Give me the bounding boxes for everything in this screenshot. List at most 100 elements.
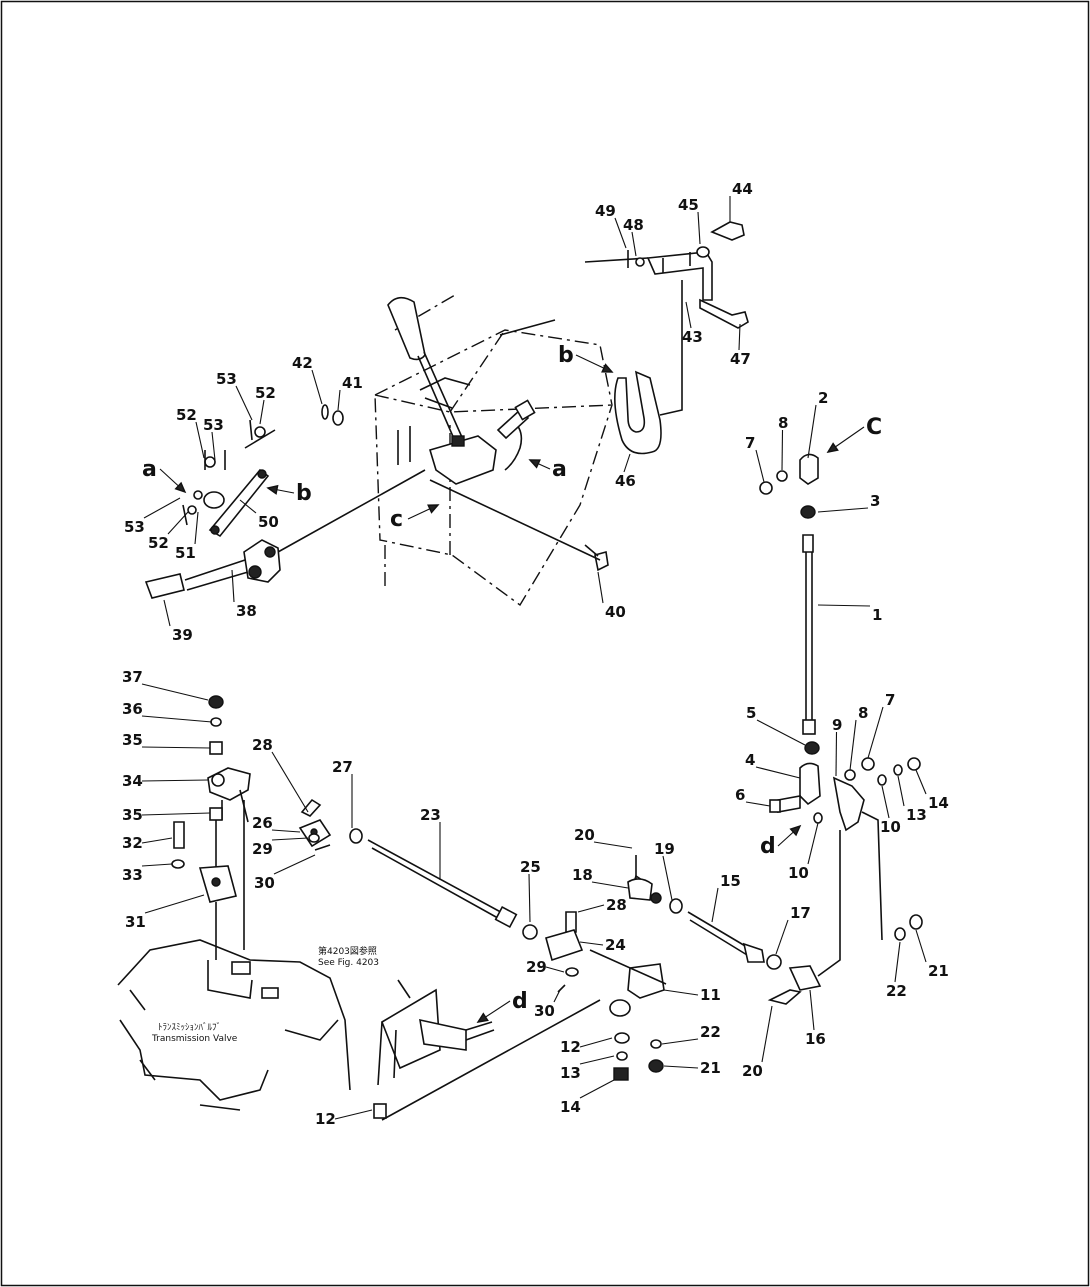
part-label-p32: 32 [122, 834, 143, 852]
ref-letter-d2: d [512, 989, 528, 1014]
leader-p18 [591, 881, 629, 889]
part-label-p28b: 28 [606, 896, 627, 914]
ref-letter-a2: a [552, 457, 567, 482]
ref-letter-b1: b [558, 343, 574, 368]
see-fig-label-jp: 第4203図参照 [318, 945, 377, 957]
part-label-p30b: 30 [534, 1002, 555, 1020]
leader-p13b [897, 775, 905, 807]
part-label-p49: 49 [595, 202, 616, 220]
ref-arrow-head-a2 [528, 459, 541, 469]
leader-p1 [817, 604, 871, 607]
leader-p49 [614, 217, 627, 249]
leader-p50 [239, 499, 257, 514]
leader-p16a [809, 989, 815, 1031]
leader-p12a [579, 1037, 613, 1048]
leader-p13a [579, 1055, 615, 1065]
part-label-p48: 48 [623, 216, 644, 234]
bolt-6 [496, 399, 536, 440]
leader-p32 [141, 837, 173, 844]
rod-23 [367, 839, 538, 940]
ref-arrow-head-d1 [789, 824, 802, 837]
part-label-p3: 3 [870, 492, 880, 510]
leader-p41 [337, 389, 341, 411]
leader-p24 [579, 941, 604, 946]
part-label-p44: 44 [732, 180, 753, 198]
leader-p22a [661, 1038, 699, 1045]
part-label-p18: 18 [572, 866, 593, 884]
part-label-p12a: 12 [560, 1038, 581, 1056]
ref-letter-c2: C [866, 415, 882, 440]
part-label-p9: 9 [832, 716, 842, 734]
ref-letter-b2: b [296, 481, 312, 506]
part-label-p53b: 53 [203, 416, 224, 434]
leader-p35b [141, 812, 211, 816]
part-label-p35b: 35 [122, 806, 143, 824]
leader-p6 [745, 801, 771, 807]
leader-p45 [697, 211, 701, 245]
part-label-p4: 4 [745, 751, 755, 769]
part-label-p36: 36 [122, 700, 143, 718]
part-label-p8b: 8 [858, 704, 868, 722]
leader-p36 [141, 715, 213, 723]
part-label-p8a: 8 [778, 414, 788, 432]
small-parts-41-42 [321, 404, 344, 426]
leader-p7a [755, 449, 765, 483]
leader-p8a [781, 429, 784, 471]
leader-p42 [311, 369, 323, 405]
part-label-p13b: 13 [906, 806, 927, 824]
valve-label-jp: ﾄﾗﾝｽﾐｯｼｮﾝﾊﾞﾙﾌﾞ [158, 1022, 221, 1033]
part-label-p47: 47 [730, 350, 751, 368]
part-label-p14a: 14 [560, 1098, 581, 1116]
part-label-p14b: 14 [928, 794, 949, 812]
leader-p37 [141, 683, 209, 701]
part-label-p42: 42 [292, 354, 313, 372]
leader-p21a [663, 1065, 699, 1069]
part-label-p50: 50 [258, 513, 279, 531]
part-label-p30a: 30 [254, 874, 275, 892]
leader-p8b [849, 719, 857, 771]
ref-arrow-head-c1 [427, 504, 440, 514]
leader-p10a [881, 785, 890, 819]
leader-p17 [775, 919, 789, 955]
part-label-p45: 45 [678, 196, 699, 214]
part-label-p17: 17 [790, 904, 811, 922]
leader-p51 [194, 511, 199, 545]
part-label-p7a: 7 [745, 434, 755, 452]
part-label-p16a: 16 [805, 1030, 826, 1048]
leader-p53a [235, 385, 253, 421]
part-label-p31: 31 [125, 913, 146, 931]
leader-p43 [685, 301, 692, 329]
leader-p3 [817, 507, 869, 513]
leader-p7b [867, 706, 884, 759]
ref-letter-a1: a [142, 457, 157, 482]
leader-p52b [195, 421, 205, 459]
upper-bracket [499, 251, 713, 416]
leader-p12b [334, 1109, 373, 1120]
leader-p19 [662, 855, 673, 901]
leader-p25 [528, 873, 531, 923]
ref-arrow-head-c2 [826, 442, 839, 453]
part-label-p34: 34 [122, 772, 143, 790]
part-label-p43: 43 [682, 328, 703, 346]
see-fig-label-en: See Fig. 4203 [318, 958, 379, 968]
part-label-p5: 5 [746, 704, 756, 722]
transmission-valve [117, 939, 351, 1111]
part-label-p21b: 21 [928, 962, 949, 980]
part-label-p11: 11 [700, 986, 721, 1004]
part-labels: 1234567788910101112121313141415161718192… [122, 180, 949, 1128]
leader-p47 [738, 323, 741, 351]
leader-p21b [915, 929, 927, 963]
leader-p35a [141, 746, 211, 749]
part-label-p41: 41 [342, 374, 363, 392]
part-label-p1: 1 [872, 606, 882, 624]
part-label-p10a: 10 [880, 818, 901, 836]
leader-p53b [211, 431, 216, 461]
leader-p14b [915, 769, 927, 795]
part-label-p33: 33 [122, 866, 143, 884]
leader-p11 [663, 989, 699, 996]
leader-p30a [273, 854, 316, 875]
leader-p9 [835, 731, 838, 777]
